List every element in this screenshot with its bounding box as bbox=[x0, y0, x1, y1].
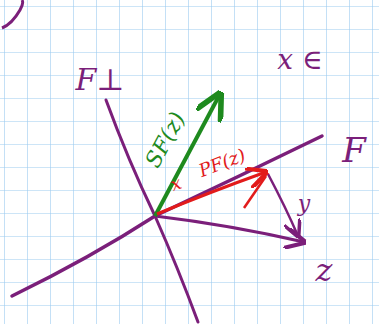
orthogonal-line bbox=[106, 100, 198, 322]
projection-drop bbox=[244, 176, 266, 208]
vector-label: y bbox=[298, 193, 310, 215]
space-label: F bbox=[342, 133, 366, 167]
vector-y bbox=[268, 174, 298, 236]
vector-projection bbox=[157, 172, 266, 214]
space-label: F⊥ bbox=[75, 65, 124, 95]
stray-stroke bbox=[2, 0, 23, 28]
set-label: x ∈ bbox=[277, 46, 322, 74]
vector-label: z bbox=[316, 254, 333, 286]
vector-z bbox=[155, 216, 304, 242]
